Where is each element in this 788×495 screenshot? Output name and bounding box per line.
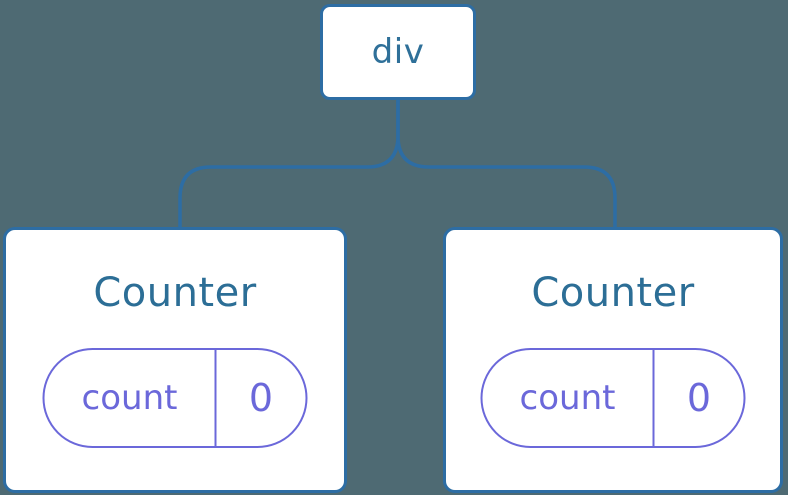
component-card-right: Counter count 0 bbox=[443, 227, 783, 493]
component-title: Counter bbox=[531, 270, 695, 316]
root-node: div bbox=[320, 4, 476, 100]
component-title: Counter bbox=[93, 270, 257, 316]
state-key: count bbox=[483, 350, 655, 446]
root-node-label: div bbox=[371, 32, 425, 72]
state-value: 0 bbox=[248, 376, 274, 420]
connector-left-branch bbox=[178, 100, 400, 227]
state-pill: count 0 bbox=[42, 348, 308, 448]
state-value: 0 bbox=[686, 376, 712, 420]
state-key: count bbox=[45, 350, 217, 446]
component-card-left: Counter count 0 bbox=[3, 227, 347, 493]
connector-right-branch bbox=[396, 100, 617, 227]
state-pill: count 0 bbox=[480, 348, 746, 448]
